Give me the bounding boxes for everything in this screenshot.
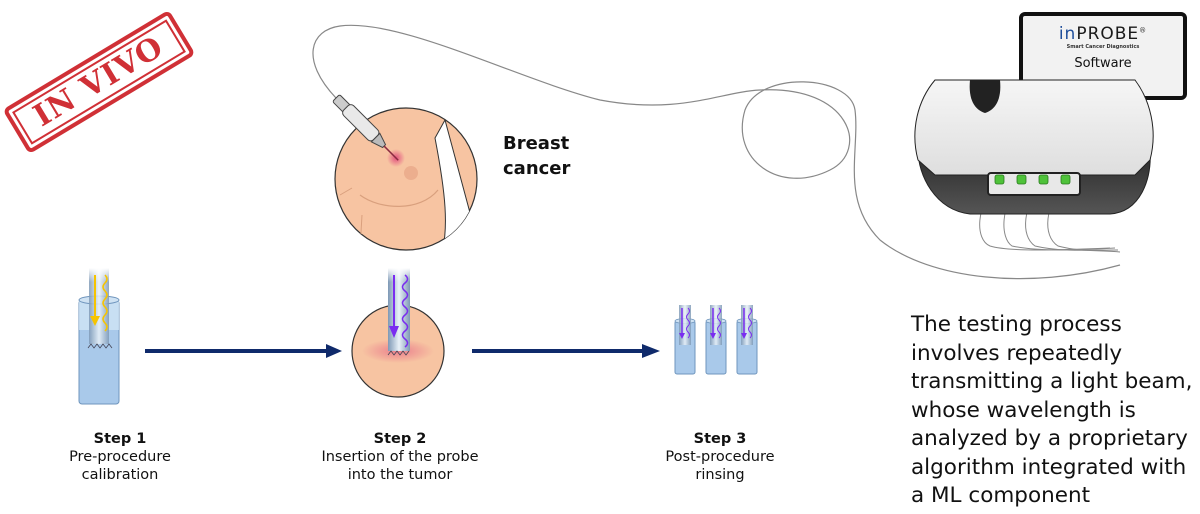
fiber-1 [979,181,1111,251]
fiber-2 [1003,181,1116,251]
process-description: The testing process involves repeatedly … [911,312,1193,508]
step-3-caption: Step 3 Post-procedure rinsing [640,430,800,484]
brand-logo: inPROBE® [1058,24,1148,44]
arrow-step2-to-step3 [472,344,660,358]
breast-cancer-label: Breast cancer [503,131,570,181]
rinse-tube-3 [736,305,758,375]
label-line-2: cancer [503,158,571,179]
step-1-caption: Step 1 Pre-procedure calibration [40,430,200,484]
step3-rinsing-tubes [674,305,758,375]
step-desc-line-1: Post-procedure [665,449,775,465]
breast-illustration [334,107,478,251]
fiber-cable [312,24,1121,280]
step2-tumor-probe [351,268,445,398]
rinse-tube-1 [674,305,696,375]
arrow-step1-to-step2 [145,344,342,358]
step-desc-line-2: rinsing [695,467,745,483]
step-desc-line-2: calibration [81,467,159,483]
label-line-1: Breast [503,133,570,154]
step-title: Step 1 [93,431,147,447]
step1-calibration-tube [78,268,120,405]
step-desc-line-1: Pre-procedure [69,449,171,465]
brand-tagline: Smart Cancer Diagnostics [1066,44,1140,50]
step-2-caption: Step 2 Insertion of the probe into the t… [310,430,490,484]
step-desc-line-1: Insertion of the probe [321,449,479,465]
step-title: Step 3 [693,431,747,447]
probe-pen [332,94,399,161]
rinse-tube-2 [705,305,727,375]
software-screen: inPROBE® Smart Cancer Diagnostics Softwa… [1019,12,1187,100]
step-title: Step 2 [373,431,427,447]
fiber-3 [1025,181,1119,251]
fiber-4 [1047,181,1121,253]
software-label: Software [1074,56,1132,71]
step-desc-line-2: into the tumor [347,467,453,483]
